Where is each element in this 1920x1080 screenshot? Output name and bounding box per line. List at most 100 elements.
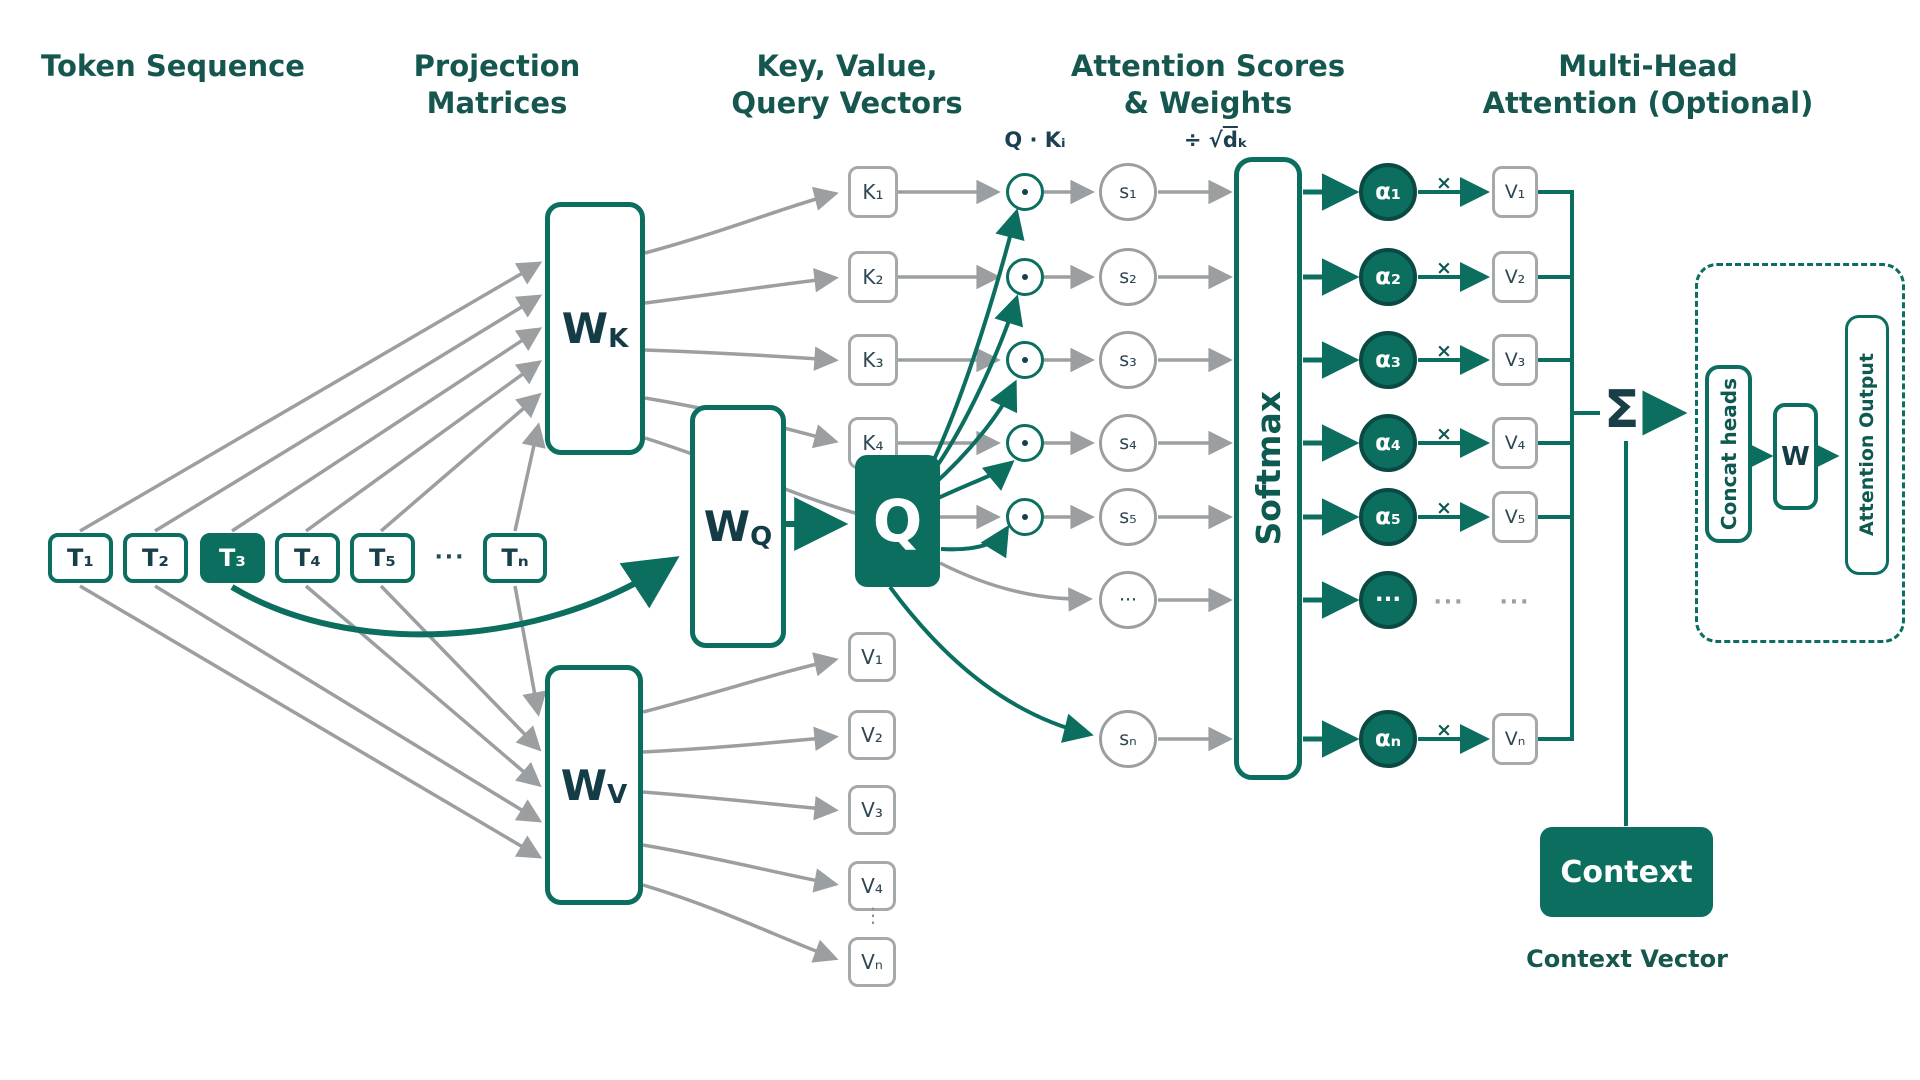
sum-icon: Σ [1604, 380, 1640, 440]
scale-prefix: ÷ √ [1183, 128, 1223, 152]
alpha-4: α₄ [1359, 414, 1417, 472]
context-vector-caption: Context Vector [1526, 945, 1728, 973]
key-label: K₄ [862, 431, 884, 455]
concat-heads-block: Concat heads [1705, 365, 1752, 543]
header-projection-matrices: Projection Matrices [347, 48, 647, 122]
value-v3-left: V₃ [848, 785, 896, 835]
value-label: V₂ [861, 723, 883, 747]
value-label: V₃ [1504, 349, 1526, 371]
header-line: Projection [413, 49, 581, 83]
header-line: Attention Scores [1070, 49, 1346, 83]
header-token-sequence: Token Sequence [23, 48, 323, 85]
score-s2: s₂ [1099, 248, 1157, 306]
query-label: Q [872, 487, 923, 555]
header-line: Query Vectors [731, 86, 963, 120]
token-t4: T₄ [275, 533, 340, 583]
value-v4-right: V₄ [1492, 417, 1538, 469]
alpha-label: αₙ [1374, 726, 1402, 752]
value-v2-left: V₂ [848, 710, 896, 760]
key-label: K₃ [862, 348, 884, 372]
dot-product-5 [1006, 498, 1044, 536]
key-k2: K₂ [848, 251, 898, 303]
dot-pip [1022, 357, 1028, 363]
header-line: Matrices [426, 86, 568, 120]
scale-label: ÷ √dₖ [1146, 128, 1286, 152]
dot-product-2 [1006, 258, 1044, 296]
value-vn-right: Vₙ [1492, 713, 1538, 765]
dot-pip [1022, 440, 1028, 446]
token-t1: T₁ [48, 533, 113, 583]
header-multihead-attention: Multi-Head Attention (Optional) [1468, 48, 1828, 122]
weighted-ellipsis-mid: ··· [1433, 590, 1465, 615]
token-t2: T₂ [123, 533, 188, 583]
header-line: Token Sequence [41, 49, 305, 83]
value-label: V₂ [1504, 266, 1526, 288]
alpha-label: α₂ [1375, 264, 1401, 290]
score-s5: s₅ [1099, 488, 1157, 546]
alpha-label: ··· [1374, 587, 1402, 613]
dot-product-label: Q · Kᵢ [1004, 128, 1066, 152]
value-vn-left: Vₙ [848, 937, 896, 987]
alpha-2: α₂ [1359, 248, 1417, 306]
softmax-block: Softmax [1234, 157, 1302, 780]
multiply-icon: × [1436, 497, 1452, 519]
score-label: s₄ [1119, 432, 1137, 454]
token-ellipsis: ··· [434, 545, 466, 570]
multiply-icon: × [1436, 257, 1452, 279]
token-to-wv-arrows [79, 584, 547, 859]
score-label: sₙ [1119, 728, 1137, 750]
alpha-label: α₃ [1375, 347, 1401, 373]
alpha-label: α₅ [1375, 504, 1401, 530]
multiply-icon: × [1436, 423, 1452, 445]
header-line: Multi-Head [1558, 49, 1738, 83]
dot-pip [1022, 189, 1028, 195]
value-label: V₄ [861, 874, 883, 898]
dot-product-3 [1006, 341, 1044, 379]
multiply-icon: × [1436, 340, 1452, 362]
value-v4-left: V₄ [848, 861, 896, 911]
wv-label: W [560, 760, 608, 810]
score-s4: s₄ [1099, 414, 1157, 472]
token-label: T₃ [219, 544, 246, 572]
score-label: s₃ [1119, 349, 1137, 371]
header-line: Attention (Optional) [1482, 86, 1814, 120]
alpha-1: α₁ [1359, 163, 1417, 221]
alpha-label: α₄ [1375, 430, 1401, 456]
score-sn: sₙ [1099, 710, 1157, 768]
wv-subscript: V [607, 780, 628, 810]
w-label: W [1781, 441, 1810, 472]
value-label: V₁ [1504, 181, 1526, 203]
token-to-wk-arrows [79, 261, 546, 533]
token-label: T₂ [142, 544, 169, 572]
alpha-5: α₅ [1359, 488, 1417, 546]
context-label: Context [1560, 854, 1693, 890]
alpha-to-value-arrows [1418, 177, 1490, 754]
alpha-label: α₁ [1375, 179, 1401, 205]
multiply-icon: × [1436, 172, 1452, 194]
token-t5: T₅ [350, 533, 415, 583]
value-label: V₅ [1504, 506, 1526, 528]
value-label: V₄ [1504, 432, 1526, 454]
concat-heads-label: Concat heads [1716, 377, 1741, 531]
q-to-dot-arrows [888, 208, 1094, 743]
value-v2-right: V₂ [1492, 251, 1538, 303]
value-label: Vₙ [1504, 728, 1526, 750]
query-vector: Q [855, 455, 940, 587]
context-box: Context [1540, 827, 1713, 917]
dot-pip [1022, 274, 1028, 280]
score-ellipsis: ··· [1099, 571, 1157, 629]
score-label: s₂ [1119, 266, 1137, 288]
token-tn: Tₙ [483, 533, 547, 583]
score-label: s₅ [1119, 506, 1137, 528]
value-to-sum-lines [1538, 190, 1628, 826]
token-label: Tₙ [501, 544, 529, 572]
key-k3: K₃ [848, 334, 898, 386]
key-to-dot-arrows [897, 179, 1001, 530]
attention-output-label: Attention Output [1856, 353, 1878, 537]
value-v5-right: V₅ [1492, 491, 1538, 543]
score-label: s₁ [1119, 181, 1137, 203]
